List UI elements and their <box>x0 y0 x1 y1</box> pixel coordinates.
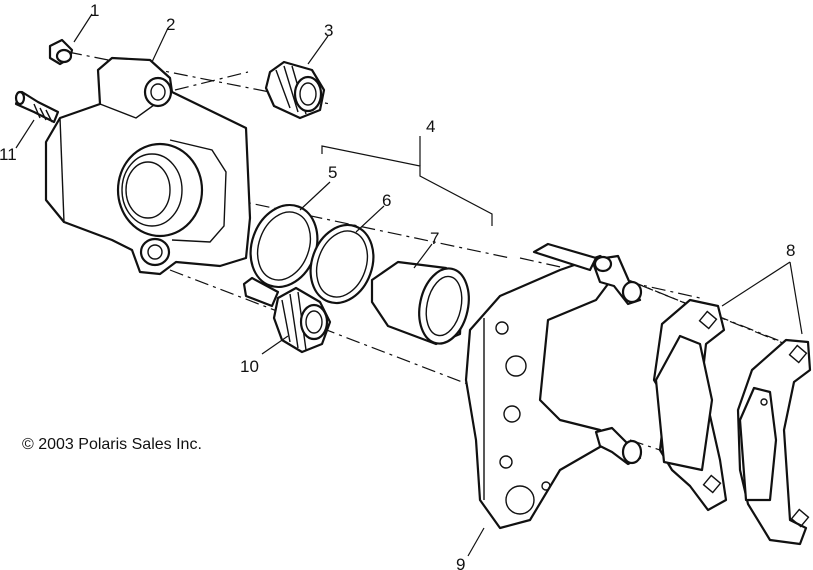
boot-upper <box>264 60 326 120</box>
copyright-notice: © 2003 Polaris Sales Inc. <box>22 436 202 453</box>
callout-6: 6 <box>382 191 391 210</box>
callout-1: 1 <box>90 1 99 20</box>
callout-10: 10 <box>240 357 259 376</box>
caliper-bracket <box>464 242 643 530</box>
callout-2: 2 <box>166 15 175 34</box>
callout-11: 11 <box>0 145 17 164</box>
callout-9: 9 <box>456 555 465 570</box>
caliper-body <box>44 56 252 276</box>
brake-pad-outer <box>736 338 812 546</box>
bleeder-cap <box>48 38 74 66</box>
dust-seal <box>309 223 375 305</box>
callout-5: 5 <box>328 163 337 182</box>
piston <box>370 260 470 346</box>
callout-8: 8 <box>786 241 795 260</box>
callout-labels: 1 2 3 4 5 6 7 8 9 10 11 <box>0 1 795 570</box>
brake-pad-inner <box>652 298 728 512</box>
callout-4: 4 <box>426 117 435 136</box>
callout-3: 3 <box>324 21 333 40</box>
bleeder-screw <box>14 90 60 124</box>
callout-7: 7 <box>430 229 439 248</box>
leader-lines <box>15 13 803 557</box>
